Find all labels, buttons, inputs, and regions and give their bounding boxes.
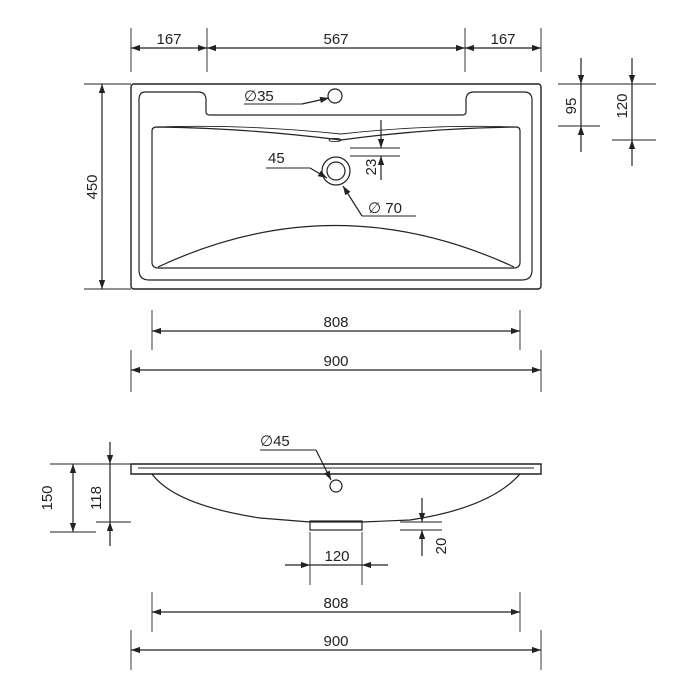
side-slab: [130, 463, 542, 475]
dim-inner-808-side: 808: [323, 595, 348, 612]
label-diam-45: ∅45: [260, 433, 290, 450]
basin-outline: [130, 83, 542, 290]
side-drain: [309, 520, 363, 531]
basin-rim: [138, 91, 533, 281]
label-diam-35: ∅35: [244, 88, 274, 105]
bowl-outline: [151, 126, 521, 269]
label-diam-70: ∅ 70: [368, 200, 402, 217]
dim-drain-20: 20: [433, 538, 450, 555]
dim-outer-900-side: 900: [323, 633, 348, 650]
dim-drain-120: 120: [324, 548, 349, 565]
side-view: ∅45 150 118 20 120 808 900: [39, 433, 542, 670]
dim-top-right: 167: [490, 31, 515, 48]
dim-depth-450: 450: [84, 174, 101, 199]
dim-top-middle: 567: [323, 31, 348, 48]
overflow-slot: [328, 137, 342, 143]
side-basin-curve: [151, 473, 521, 523]
dim-height-120: 120: [614, 93, 631, 118]
dim-outer-900-top: 900: [323, 353, 348, 370]
drain-inner-circle: [326, 161, 346, 181]
dim-height-95: 95: [563, 98, 580, 115]
bowl-back-edge: [156, 125, 517, 135]
dim-height-150: 150: [39, 485, 56, 510]
label-45: 45: [268, 150, 285, 167]
dim-height-118: 118: [88, 486, 105, 510]
side-faucet-hole: [329, 479, 343, 493]
dim-inner-808-top: 808: [323, 314, 348, 331]
faucet-hole: [327, 88, 343, 104]
top-view: 167 567 167 450 95 120 ∅35 23 45: [84, 28, 656, 392]
label-23: 23: [363, 159, 380, 176]
dim-top-left: 167: [156, 31, 181, 48]
bowl-bottom-curve: [157, 224, 515, 268]
